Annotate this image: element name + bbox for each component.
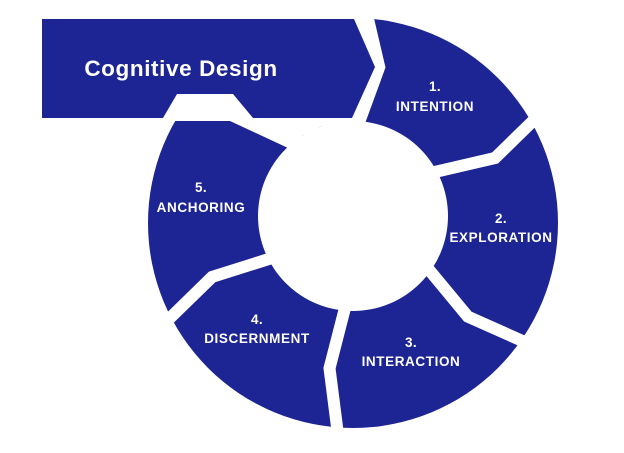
segment-3-number: 3. (405, 335, 417, 350)
banner (42, 19, 375, 118)
seam-interaction-discernment (323, 300, 353, 437)
segment-5-name: ANCHORING (157, 200, 246, 215)
segment-discernment-label: 4. DISCERNMENT (204, 312, 310, 346)
segment-intention-label: 1. INTENTION (396, 79, 474, 114)
segment-5-number: 5. (195, 180, 207, 195)
banner-title: Cognitive Design (84, 56, 277, 81)
seam-exploration-interaction (419, 260, 532, 350)
segment-2-number: 2. (495, 211, 507, 226)
segment-1-number: 1. (429, 79, 441, 94)
seam-discernment-anchoring (160, 250, 279, 328)
segment-interaction-label: 3. INTERACTION (362, 335, 461, 369)
segment-4-number: 4. (251, 312, 263, 327)
segment-exploration-label: 2. EXPLORATION (449, 211, 552, 245)
segment-4-name: DISCERNMENT (204, 331, 310, 346)
segment-3-name: INTERACTION (362, 354, 461, 369)
segment-anchoring-label: 5. ANCHORING (157, 180, 246, 215)
seam-intention-exploration (426, 112, 542, 180)
segment-2-name: EXPLORATION (449, 230, 552, 245)
segment-1-name: INTENTION (396, 99, 474, 114)
